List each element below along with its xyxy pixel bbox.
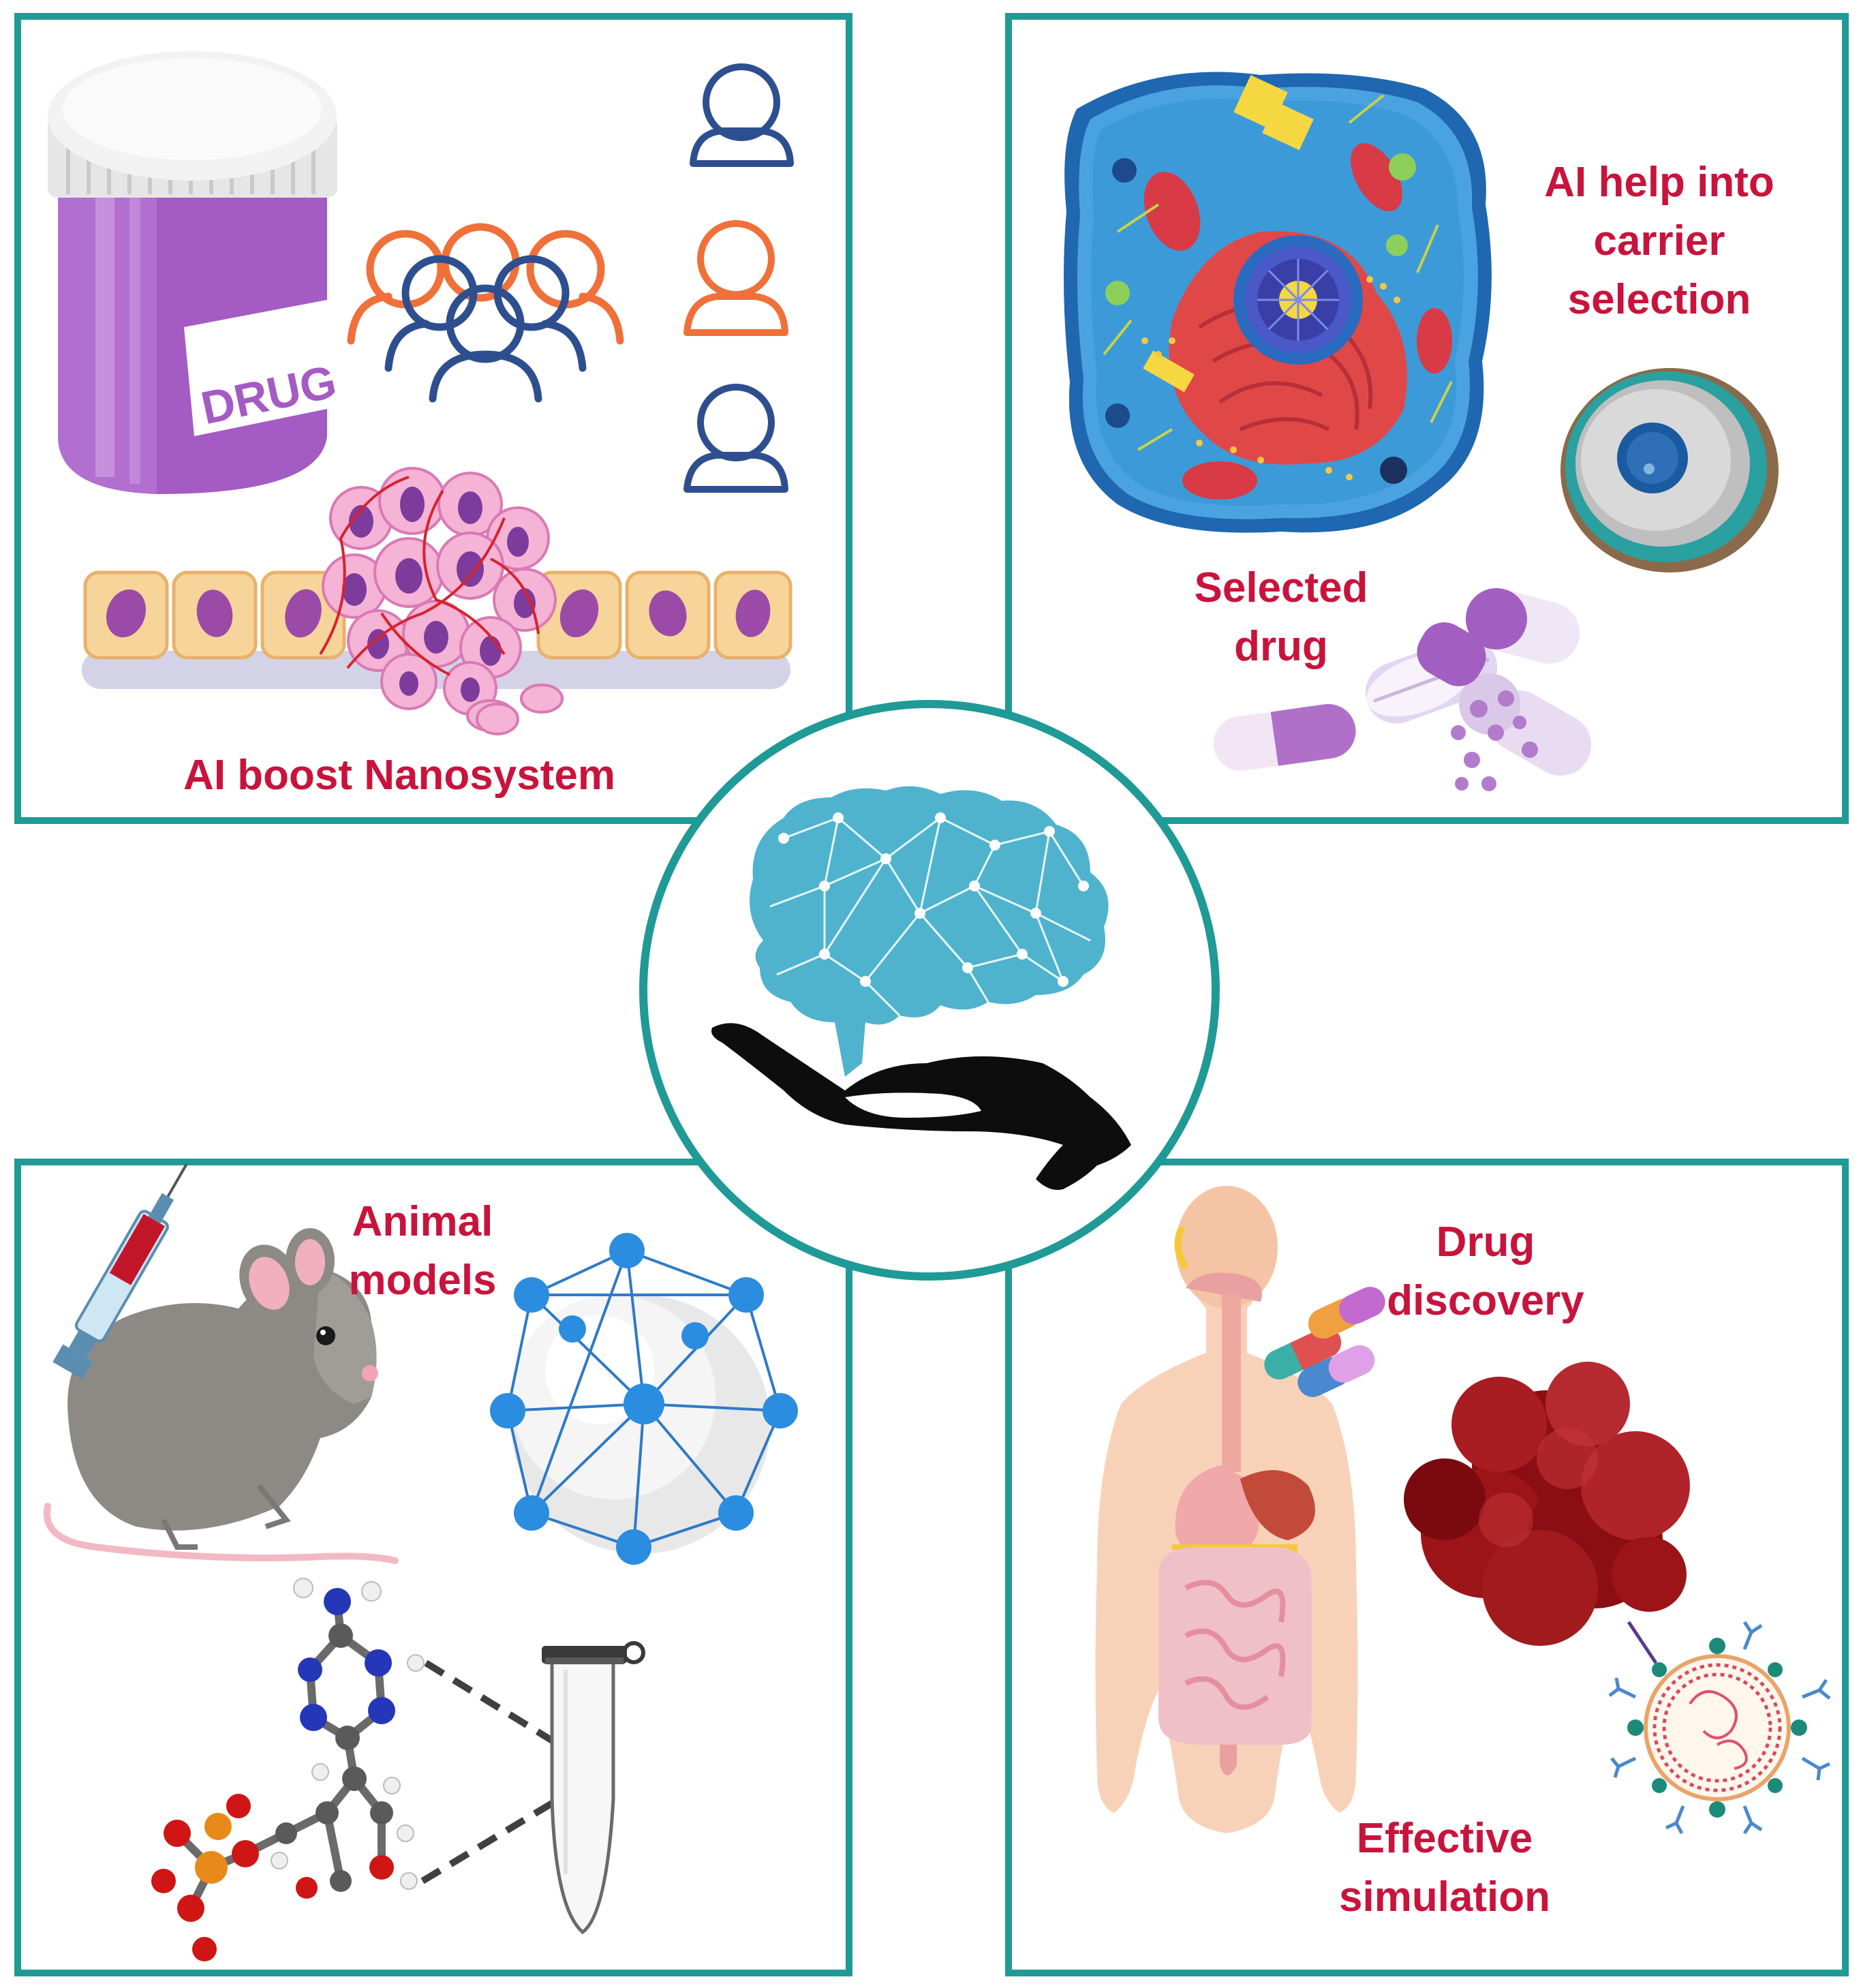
nanocapsule (1560, 368, 1779, 572)
tumor-mass (1404, 1362, 1690, 1664)
capsules (1264, 1287, 1385, 1397)
person-icon (690, 63, 794, 167)
label-ai-boost-nanosystem: AI boost Nanosystem (183, 752, 615, 799)
label-line: Drug (1436, 1219, 1535, 1266)
label-line: models (348, 1257, 497, 1304)
label-line: discovery (1387, 1277, 1584, 1324)
label-ai-help-carrier-selection: AI help into carrier selection (1506, 153, 1813, 329)
animal-cell (1064, 72, 1492, 533)
label-selected-drug: Selected drug (1158, 559, 1404, 676)
people-group-icon (347, 223, 624, 403)
molecule-model (151, 1578, 561, 1961)
label-line: Selected (1194, 564, 1368, 611)
label-line: Animal (352, 1198, 493, 1245)
label-effective-simulation: Effective simulation (1315, 1809, 1574, 1927)
test-tube (542, 1641, 645, 1935)
hand-icon (711, 1023, 1131, 1190)
label-line: AI help into (1544, 159, 1774, 206)
label-drug-discovery: Drug discovery (1363, 1213, 1608, 1330)
human-digestive-system (1095, 1186, 1358, 1833)
drug-jar: DRUG (48, 51, 341, 494)
mouse-with-syringe (43, 1163, 399, 1564)
panel-bottom-left-frame (14, 1159, 852, 1976)
liposome (1608, 1621, 1831, 1835)
label-line: simulation (1338, 1874, 1551, 1921)
label-line: selection (1567, 276, 1751, 323)
brain-network-icon (750, 786, 1109, 1077)
person-icon (683, 220, 788, 336)
label-line: carrier (1593, 217, 1725, 264)
person-icon (683, 384, 788, 493)
label-line: drug (1234, 623, 1328, 670)
capsules-pills (1213, 588, 1592, 791)
nanoparticle-sphere (490, 1233, 798, 1565)
tumor-tissue (82, 467, 793, 735)
label-animal-models: Animal models (313, 1193, 532, 1310)
label-line: Effective (1356, 1815, 1533, 1862)
